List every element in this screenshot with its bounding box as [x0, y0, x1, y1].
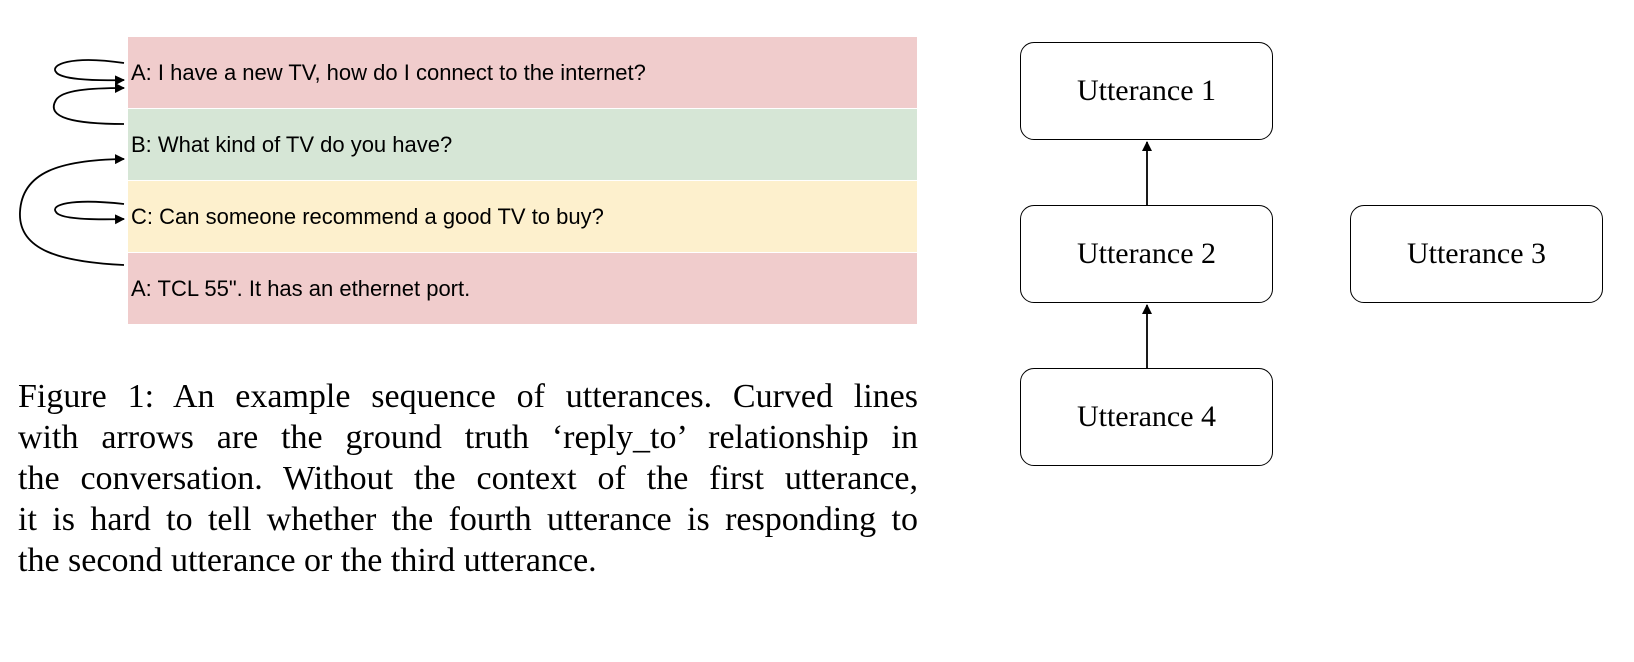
- tree-node-utterance-4: Utterance 4: [1020, 368, 1273, 466]
- utterance-row-2: B: What kind of TV do you have?: [128, 109, 917, 180]
- caption-line: it is hard to tell whether the fourth ut…: [18, 501, 918, 538]
- tree-node-utterance-1: Utterance 1: [1020, 42, 1273, 140]
- utterance-row-4: A: TCL 55". It has an ethernet port.: [128, 253, 917, 324]
- reply-arrows: [19, 59, 125, 266]
- utterance-row-3: C: Can someone recommend a good TV to bu…: [128, 181, 917, 252]
- reply-arrow-utterance-4-to-2: [19, 154, 125, 266]
- caption-line: the second utterance or the third uttera…: [18, 542, 597, 579]
- figure-caption: Figure 1: An example sequence of utteran…: [18, 376, 918, 581]
- utterance-sequence: A: I have a new TV, how do I connect to …: [128, 37, 917, 324]
- utterance-row-1: A: I have a new TV, how do I connect to …: [128, 37, 917, 108]
- tree-node-utterance-2: Utterance 2: [1020, 205, 1273, 303]
- tree-node-utterance-3: Utterance 3: [1350, 205, 1603, 303]
- caption-line: the conversation. Without the context of…: [18, 460, 918, 497]
- self-reply-arrow-utterance-3: [54, 200, 125, 225]
- self-reply-arrow-utterance-1: [54, 59, 125, 86]
- caption-line: with arrows are the ground truth ‘reply_…: [18, 419, 918, 456]
- caption-line: Figure 1: An example sequence of utteran…: [18, 378, 918, 415]
- tree-edges: [1142, 141, 1152, 368]
- reply-arrow-utterance-2-to-1: [53, 83, 125, 125]
